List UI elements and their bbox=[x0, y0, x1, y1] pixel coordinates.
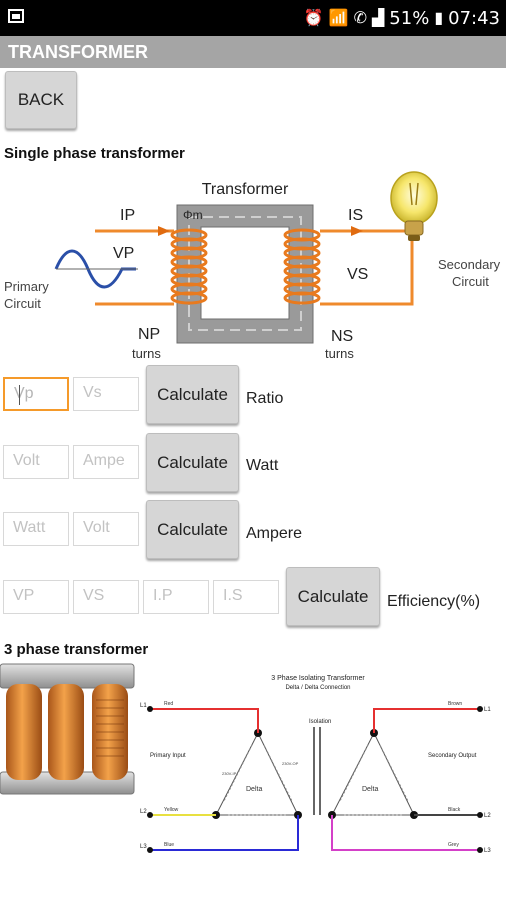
vp-input[interactable]: Vp bbox=[3, 377, 69, 411]
delta-left-label: Delta bbox=[246, 786, 262, 793]
battery-icon: ▮ bbox=[434, 8, 444, 27]
vs-input-2[interactable]: VS bbox=[73, 580, 139, 614]
status-bar: ⏰ 📶 ✆ ▟ 51% ▮ 07:43 bbox=[0, 0, 506, 36]
gallery-icon bbox=[8, 9, 24, 23]
ratio-label: Ratio bbox=[246, 390, 284, 407]
primary-circuit-label-2: Circuit bbox=[4, 296, 41, 311]
transformer-title: Transformer bbox=[202, 181, 289, 198]
grey-wire-label: Grey bbox=[448, 842, 459, 848]
efficiency-label: Efficiency(%) bbox=[387, 593, 481, 610]
l3-left: L3 bbox=[140, 844, 147, 850]
is-input[interactable]: I.S bbox=[213, 580, 279, 614]
page-title: TRANSFORMER bbox=[8, 42, 148, 62]
app-bar: TRANSFORMER bbox=[0, 36, 506, 68]
back-button[interactable]: BACK bbox=[5, 71, 77, 129]
watt-input[interactable]: Watt bbox=[3, 512, 69, 546]
l2-right: L2 bbox=[484, 813, 491, 819]
call-icon: ✆ bbox=[353, 8, 367, 27]
watt-label: Watt bbox=[246, 457, 279, 474]
yellow-wire-label: Yellow bbox=[164, 807, 179, 813]
secondary-circuit-label-2: Circuit bbox=[452, 274, 489, 289]
l3-right: L3 bbox=[484, 848, 491, 854]
red-wire-label: Red bbox=[164, 701, 173, 707]
l1-right: L1 bbox=[484, 707, 491, 713]
three-phase-wiring-diagram: 3 Phase Isolating Transformer Delta / De… bbox=[140, 675, 491, 854]
wifi-icon: 📶 bbox=[328, 8, 349, 27]
ampere-label: Ampere bbox=[246, 525, 303, 542]
alarm-icon: ⏰ bbox=[303, 8, 324, 27]
np-label: NP bbox=[138, 326, 160, 343]
wiring-title: 3 Phase Isolating Transformer bbox=[271, 675, 365, 682]
single-phase-diagram: Transformer Φm IP VP IS VS NP turns NS t… bbox=[4, 171, 501, 361]
calculate-ratio-button[interactable]: Calculate bbox=[146, 365, 239, 424]
volt-input-2[interactable]: Volt bbox=[73, 512, 139, 546]
flux-label: Φm bbox=[183, 208, 203, 222]
battery-percent: 51% bbox=[389, 7, 430, 29]
isolation-label: Isolation bbox=[309, 719, 331, 725]
brown-wire-label: Brown bbox=[448, 701, 462, 707]
coil-label-right: 230V-OP bbox=[282, 761, 299, 766]
vp-label: VP bbox=[113, 245, 134, 262]
vs-input[interactable]: Vs bbox=[73, 377, 139, 411]
secondary-coil bbox=[283, 228, 321, 305]
vp-input-2[interactable]: VP bbox=[3, 580, 69, 614]
three-phase-heading: 3 phase transformer bbox=[4, 641, 149, 658]
vs-label: VS bbox=[347, 266, 368, 283]
l1-left: L1 bbox=[140, 703, 147, 709]
clock: 07:43 bbox=[448, 7, 500, 29]
l2-left: L2 bbox=[140, 809, 147, 815]
single-phase-heading: Single phase transformer bbox=[4, 145, 185, 162]
ns-turns-label: turns bbox=[325, 346, 354, 361]
delta-right-label: Delta bbox=[362, 786, 378, 793]
black-wire-label: Black bbox=[448, 807, 461, 813]
blue-wire-label: Blue bbox=[164, 842, 174, 848]
signal-icon: ▟ bbox=[371, 8, 385, 27]
primary-input-label: Primary Input bbox=[150, 753, 186, 759]
three-phase-transformer-image bbox=[0, 663, 135, 795]
volt-input[interactable]: Volt bbox=[3, 445, 69, 479]
secondary-output-label: Secondary Output bbox=[428, 753, 477, 759]
np-turns-label: turns bbox=[132, 346, 161, 361]
ip-input[interactable]: I.P bbox=[143, 580, 209, 614]
ampere-input[interactable]: Ampe bbox=[73, 445, 139, 479]
status-icons: ⏰ 📶 ✆ ▟ 51% ▮ 07:43 bbox=[304, 0, 500, 36]
is-label: IS bbox=[348, 207, 363, 224]
light-bulb-icon bbox=[390, 171, 438, 241]
primary-circuit-label-1: Primary bbox=[4, 279, 49, 294]
calculate-watt-button[interactable]: Calculate bbox=[146, 433, 239, 492]
ns-label: NS bbox=[331, 328, 353, 345]
primary-coil bbox=[170, 228, 208, 305]
calculate-ampere-button[interactable]: Calculate bbox=[146, 500, 239, 559]
secondary-circuit-label-1: Secondary bbox=[438, 257, 501, 272]
ip-label: IP bbox=[120, 207, 135, 224]
wiring-subtitle: Delta / Delta Connection bbox=[285, 685, 350, 691]
calculate-efficiency-button[interactable]: Calculate bbox=[286, 567, 380, 626]
coil-label-left: 230V-IP bbox=[222, 771, 237, 776]
